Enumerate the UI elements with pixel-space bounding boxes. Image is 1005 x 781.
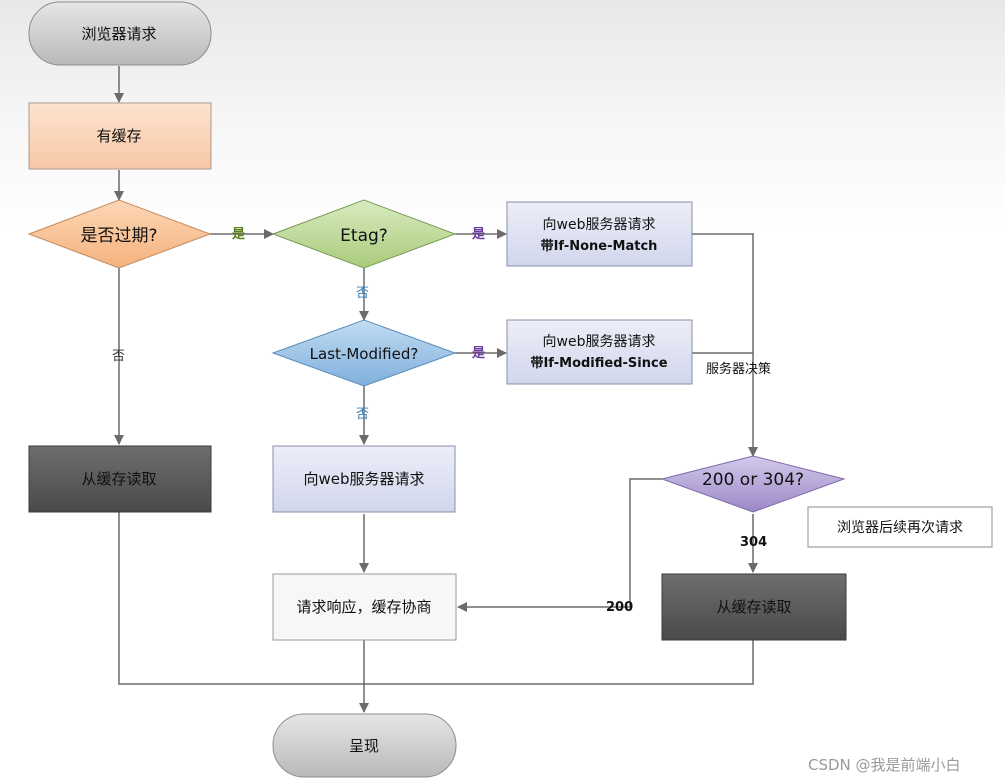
- node-read-cache-right: 从缓存读取: [661, 573, 847, 641]
- node-last-modified-diamond: Last-Modified?: [271, 319, 457, 387]
- node-req-plain: 向web服务器请求: [272, 445, 456, 513]
- node-req-ims-line2: 带If-Modified-Since: [530, 355, 667, 371]
- label-lm-no: 否: [356, 407, 369, 422]
- label-expired-no: 否: [112, 349, 125, 364]
- edge-inm-to-decision: [692, 233, 758, 457]
- label-expired-yes: 是: [231, 227, 246, 242]
- node-response-label: 请求响应，缓存协商: [296, 598, 431, 616]
- node-req-ims: 向web服务器请求 带If-Modified-Since: [506, 319, 693, 385]
- node-req-inm-line1: 向web服务器请求: [543, 217, 656, 233]
- label-etag-no: 否: [356, 286, 369, 301]
- edge-200: [457, 478, 662, 612]
- node-has-cache-label: 有缓存: [96, 127, 141, 145]
- node-etag-diamond: Etag?: [271, 199, 457, 269]
- node-read-cache-left-label: 从缓存读取: [81, 470, 156, 488]
- label-304: 304: [740, 535, 767, 550]
- label-etag-yes: 是: [471, 227, 486, 242]
- label-200: 200: [606, 600, 633, 615]
- node-response: 请求响应，缓存协商: [272, 573, 457, 641]
- node-note-label: 浏览器后续再次请求: [837, 519, 963, 536]
- node-req-ims-line1: 向web服务器请求: [543, 334, 656, 350]
- node-read-cache-left: 从缓存读取: [28, 445, 212, 513]
- node-expired-diamond: 是否过期?: [27, 199, 212, 269]
- node-render-label: 呈现: [349, 737, 379, 755]
- label-lm-yes: 是: [471, 346, 486, 361]
- node-req-inm: 向web服务器请求 带If-None-Match: [506, 201, 693, 267]
- node-status-label: 200 or 304?: [702, 470, 804, 490]
- edge-left-cache-merge: [118, 512, 364, 685]
- node-etag-label: Etag?: [340, 226, 388, 246]
- node-last-modified-label: Last-Modified?: [310, 345, 419, 363]
- node-status-diamond: 200 or 304?: [660, 455, 846, 513]
- node-req-plain-label: 向web服务器请求: [303, 470, 424, 488]
- watermark: CSDN @我是前端小白: [808, 756, 961, 774]
- connectors: [114, 66, 758, 713]
- edge-right-cache-merge: [364, 640, 754, 685]
- node-render: 呈现: [272, 713, 457, 778]
- node-req-inm-line2: 带If-None-Match: [541, 238, 658, 254]
- node-note: 浏览器后续再次请求: [807, 506, 993, 548]
- node-start: 浏览器请求: [28, 1, 212, 66]
- node-read-cache-right-label: 从缓存读取: [716, 598, 791, 616]
- node-has-cache: 有缓存: [28, 102, 212, 170]
- node-start-label: 浏览器请求: [81, 25, 156, 43]
- label-server-decide: 服务器决策: [706, 361, 771, 377]
- node-expired-label: 是否过期?: [80, 226, 157, 246]
